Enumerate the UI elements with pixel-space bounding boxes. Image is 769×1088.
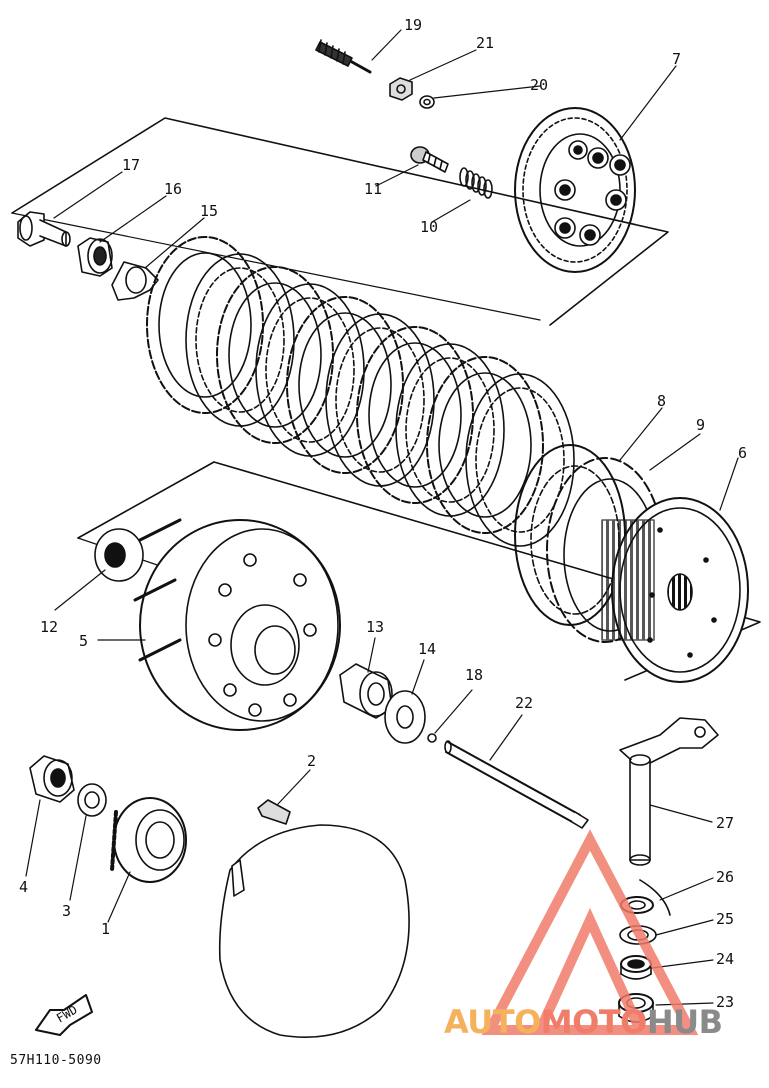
callout-20: 20 (530, 76, 549, 94)
part-20-washer (419, 95, 435, 109)
watermark-part-moto: MOTO (540, 1003, 648, 1041)
callout-4: 4 (19, 878, 29, 896)
callout-1: 1 (101, 920, 111, 938)
callout-7: 7 (672, 50, 682, 68)
watermark-part-auto: AUTO (444, 1003, 541, 1041)
callout-16: 16 (164, 180, 183, 198)
part-12-thrust-washer (94, 528, 144, 582)
callout-15: 15 (200, 202, 219, 220)
callout-6: 6 (738, 444, 748, 462)
callout-17: 17 (122, 156, 141, 174)
part-2-key (257, 799, 291, 825)
callout-14: 14 (418, 640, 437, 658)
part-7-pressure-plate (514, 107, 636, 273)
callout-10: 10 (420, 218, 439, 236)
part-5-clutch-boss (133, 518, 341, 731)
part-6-clutch-housing (601, 497, 749, 683)
callout-26: 26 (716, 868, 735, 886)
part-14-washer (384, 690, 426, 744)
callout-27: 27 (716, 814, 735, 832)
upper-frame-line (11, 117, 669, 326)
part-17-push-rod (17, 211, 71, 247)
callout-23: 23 (716, 993, 735, 1011)
part-3-washer (77, 783, 107, 817)
part-27-push-lever (619, 717, 719, 866)
part-11-bolt (410, 146, 449, 173)
callout-8: 8 (657, 392, 667, 410)
part-1-gear (110, 797, 187, 883)
watermark-text: AUTOMOTOHUB (444, 1006, 723, 1038)
part-18-ball (427, 733, 437, 743)
part-16-bearing (77, 237, 113, 277)
callout-11: 11 (364, 180, 383, 198)
watermark-logo (481, 829, 699, 1035)
callout-2: 2 (307, 752, 317, 770)
diagram-code: 57H110-5090 (10, 1053, 102, 1068)
clutch-plate-stack (146, 236, 575, 547)
part-22-push-rod (444, 740, 589, 829)
part-4-bearing (29, 755, 75, 803)
part-19-screw (315, 39, 372, 74)
watermark-part-hub: HUB (646, 1003, 723, 1041)
callout-24: 24 (716, 950, 735, 968)
callout-25: 25 (716, 910, 735, 928)
part-15-lock-washer (111, 261, 159, 301)
part-10-spring (459, 167, 493, 199)
crankcase-cover (218, 824, 410, 1038)
part-13-sleeve (339, 663, 393, 719)
callout-19: 19 (404, 16, 423, 34)
part-24-bearing (620, 955, 652, 980)
callout-18: 18 (465, 666, 484, 684)
callout-22: 22 (515, 694, 534, 712)
callout-21: 21 (476, 34, 495, 52)
callout-9: 9 (696, 416, 706, 434)
callout-3: 3 (62, 902, 72, 920)
callout-5: 5 (79, 632, 89, 650)
callout-12: 12 (40, 618, 59, 636)
callout-13: 13 (366, 618, 385, 636)
fwd-arrow-icon (35, 994, 93, 1036)
part-21-nut (389, 77, 413, 101)
